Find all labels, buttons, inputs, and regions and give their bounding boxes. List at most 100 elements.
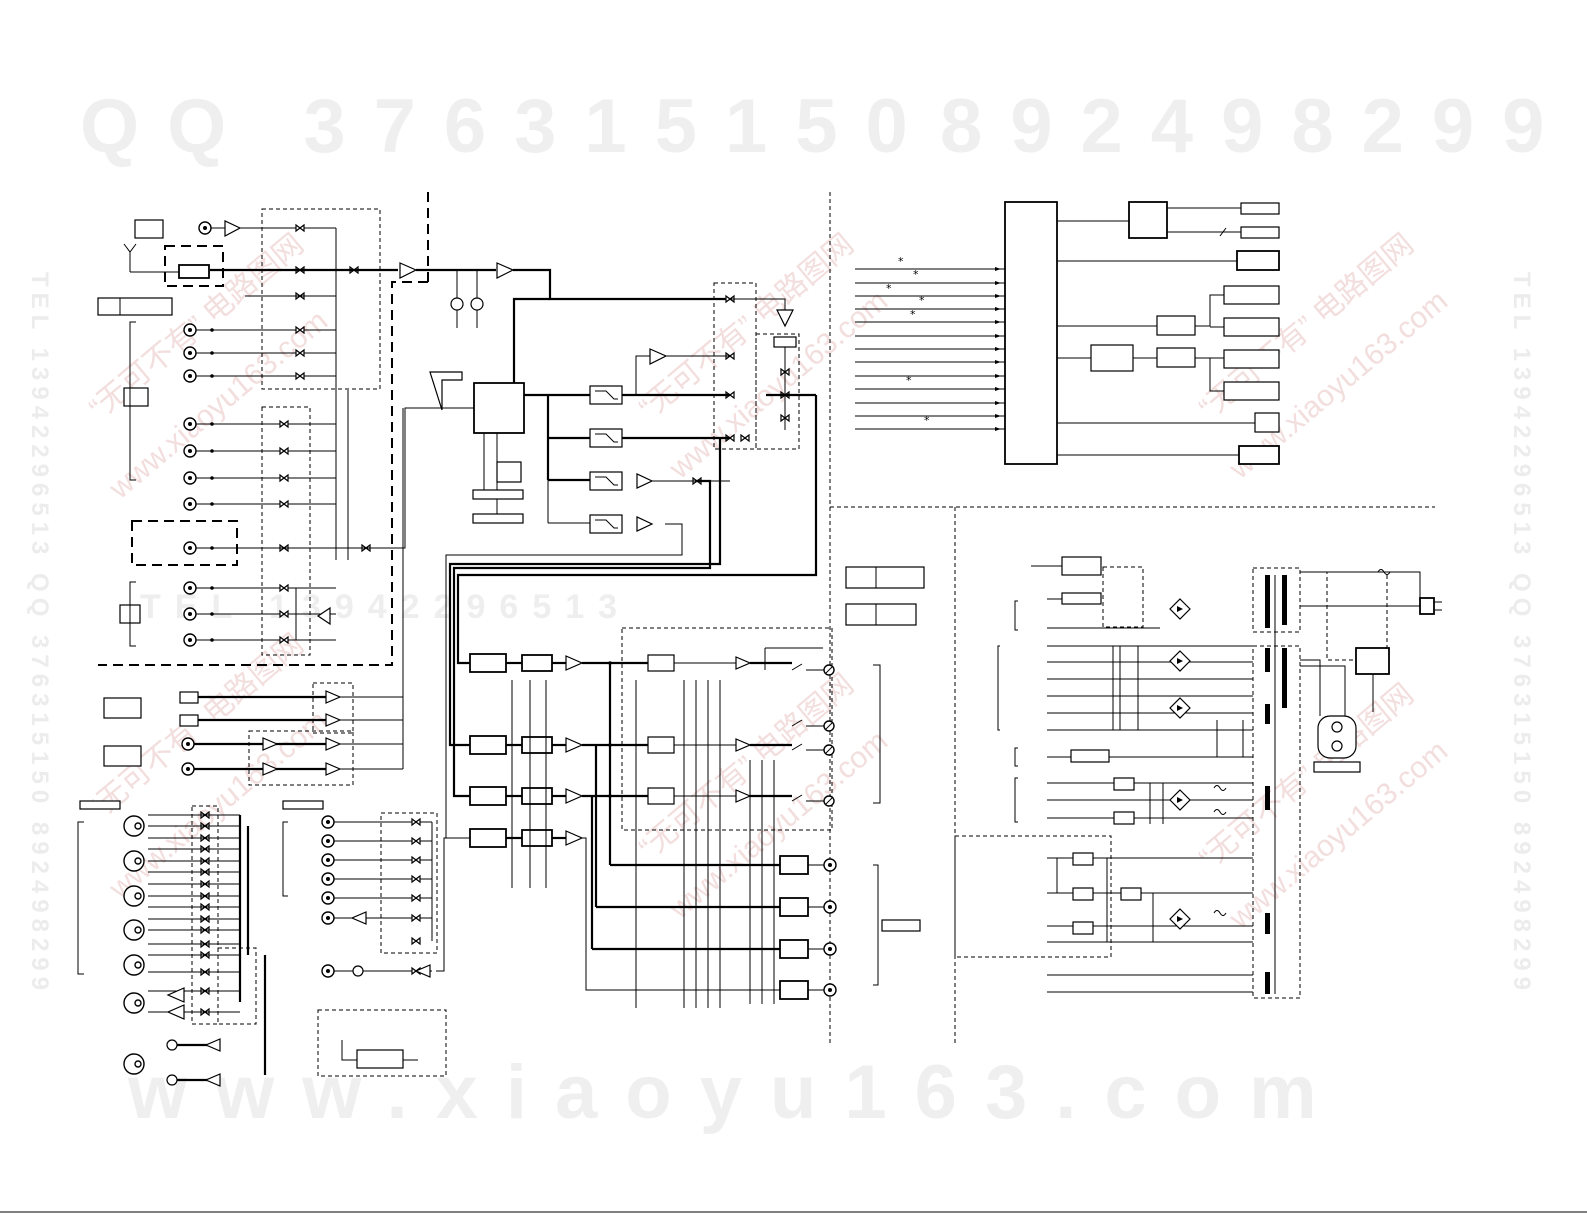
pre-out-buffer	[779, 897, 809, 917]
relay-contact	[791, 794, 803, 802]
selector-switch-icon	[295, 371, 305, 381]
junction-dot	[210, 476, 214, 480]
input-selector-section	[97, 208, 730, 656]
power-supply-section	[954, 556, 1442, 999]
pre-out-switch-frame	[380, 812, 438, 954]
filter-curve-icon	[595, 390, 618, 400]
protection-block	[647, 787, 675, 805]
power-relay	[1238, 445, 1280, 465]
rca-jack-center	[326, 896, 330, 900]
mixer-icon	[352, 965, 364, 977]
key-matrix	[1236, 250, 1280, 271]
buffer-amp-1	[224, 220, 242, 237]
protection-block	[647, 654, 675, 672]
xlr-out-amp-icon	[166, 987, 185, 1003]
output-switch-icon	[740, 433, 750, 443]
input-label-box	[97, 297, 173, 316]
rca-jack-center	[326, 969, 330, 973]
filter-block	[589, 385, 623, 405]
power-amp-icon	[565, 788, 584, 804]
encoder-volume	[1223, 285, 1280, 305]
io-expander	[1156, 347, 1196, 368]
pre-switch-icon	[411, 893, 421, 903]
junction-dot	[210, 502, 214, 506]
arrow-icon	[995, 360, 1001, 364]
sub-amp-1	[636, 473, 654, 489]
selector-switch-icon	[279, 419, 289, 429]
arrow-icon	[995, 294, 1001, 298]
fuse-icon	[1213, 910, 1227, 916]
xlr-jack	[123, 1053, 145, 1075]
regulator-1	[1072, 852, 1094, 866]
sub-amp-2	[636, 516, 654, 532]
input-jacks-group	[183, 323, 336, 647]
rca-jack-center	[188, 612, 192, 616]
rca-jack-center	[326, 839, 330, 843]
pre-out-buffer	[779, 855, 809, 875]
xlr-pin	[134, 999, 142, 1007]
regulator-3	[1072, 921, 1094, 935]
rectifier-bridges-group	[1169, 569, 1391, 930]
asterisk-mark: *	[906, 374, 912, 387]
terminal-slash	[825, 746, 833, 754]
xlr-rows-group	[123, 810, 267, 1087]
tuner-label-box	[134, 219, 164, 239]
asterisk-marks: *******	[886, 255, 930, 427]
digital-buffer-icon	[325, 762, 342, 776]
volume-block	[521, 787, 553, 805]
pre-rows-group	[321, 815, 470, 978]
power-amp-icon	[565, 737, 584, 753]
watermark-side-right: TEL 13942296513 QQ 376315150 892498299	[1508, 272, 1535, 996]
speaker-label-box-2	[845, 603, 917, 626]
standby-led	[1254, 412, 1280, 433]
filter-curve-icon	[595, 519, 618, 529]
dsp-flag-label	[429, 371, 463, 411]
asterisk-mark: *	[913, 268, 919, 281]
xlr-switch-frame-1	[191, 805, 219, 1025]
dsp-section	[262, 282, 816, 549]
diode-icon	[1177, 705, 1183, 711]
preamp-1	[496, 262, 515, 279]
diode-icon	[1177, 606, 1183, 612]
xlr-jack	[123, 919, 145, 941]
xlr-pin	[134, 857, 142, 865]
volume-block	[521, 736, 553, 754]
transformer-winding-icon	[1265, 648, 1270, 672]
diode-icon	[1177, 658, 1183, 664]
rca-jack-center	[828, 863, 832, 867]
selector-ic-2-frame	[261, 406, 311, 656]
transformer-winding-icon	[1265, 575, 1270, 628]
pre-amp-icon	[414, 964, 431, 978]
transformer-winding-icon	[1282, 648, 1287, 708]
standby-supply-frame	[1102, 566, 1144, 628]
watermark-tel-mid: TEL 13942296513	[140, 588, 631, 626]
selector-ic-1-frame	[261, 208, 381, 390]
xlr-pin	[134, 961, 142, 969]
arrow-icon	[995, 334, 1001, 338]
xlr-jack	[123, 992, 145, 1014]
xlr-out-amp-icon	[166, 1004, 185, 1020]
pre-out-buffer	[779, 939, 809, 959]
mute-lamp-2	[470, 297, 484, 311]
balanced-out-amp-icon	[204, 1038, 221, 1052]
preamp-block	[469, 828, 507, 848]
digital-in-label	[103, 697, 142, 719]
output-label-box	[881, 919, 921, 932]
rca-jack-center	[188, 476, 192, 480]
standby-fuse-block	[1061, 592, 1102, 605]
filter-block	[589, 471, 623, 491]
transformer-winding-icon	[1265, 972, 1270, 994]
transformer-winding-icon	[1265, 913, 1270, 934]
xlr-switch-frame-2	[217, 947, 257, 1025]
mixer-icon	[166, 1074, 178, 1086]
regulator-frame	[954, 835, 1112, 958]
preamp-block	[469, 786, 507, 806]
transformer-standby-frame	[1252, 567, 1301, 633]
preamp-block	[469, 735, 507, 755]
volume-block	[521, 654, 553, 672]
junction-dot	[210, 638, 214, 642]
divider-tuner-frame	[98, 281, 428, 666]
power-amp-icon	[565, 830, 584, 846]
remote-ic	[356, 1049, 404, 1069]
